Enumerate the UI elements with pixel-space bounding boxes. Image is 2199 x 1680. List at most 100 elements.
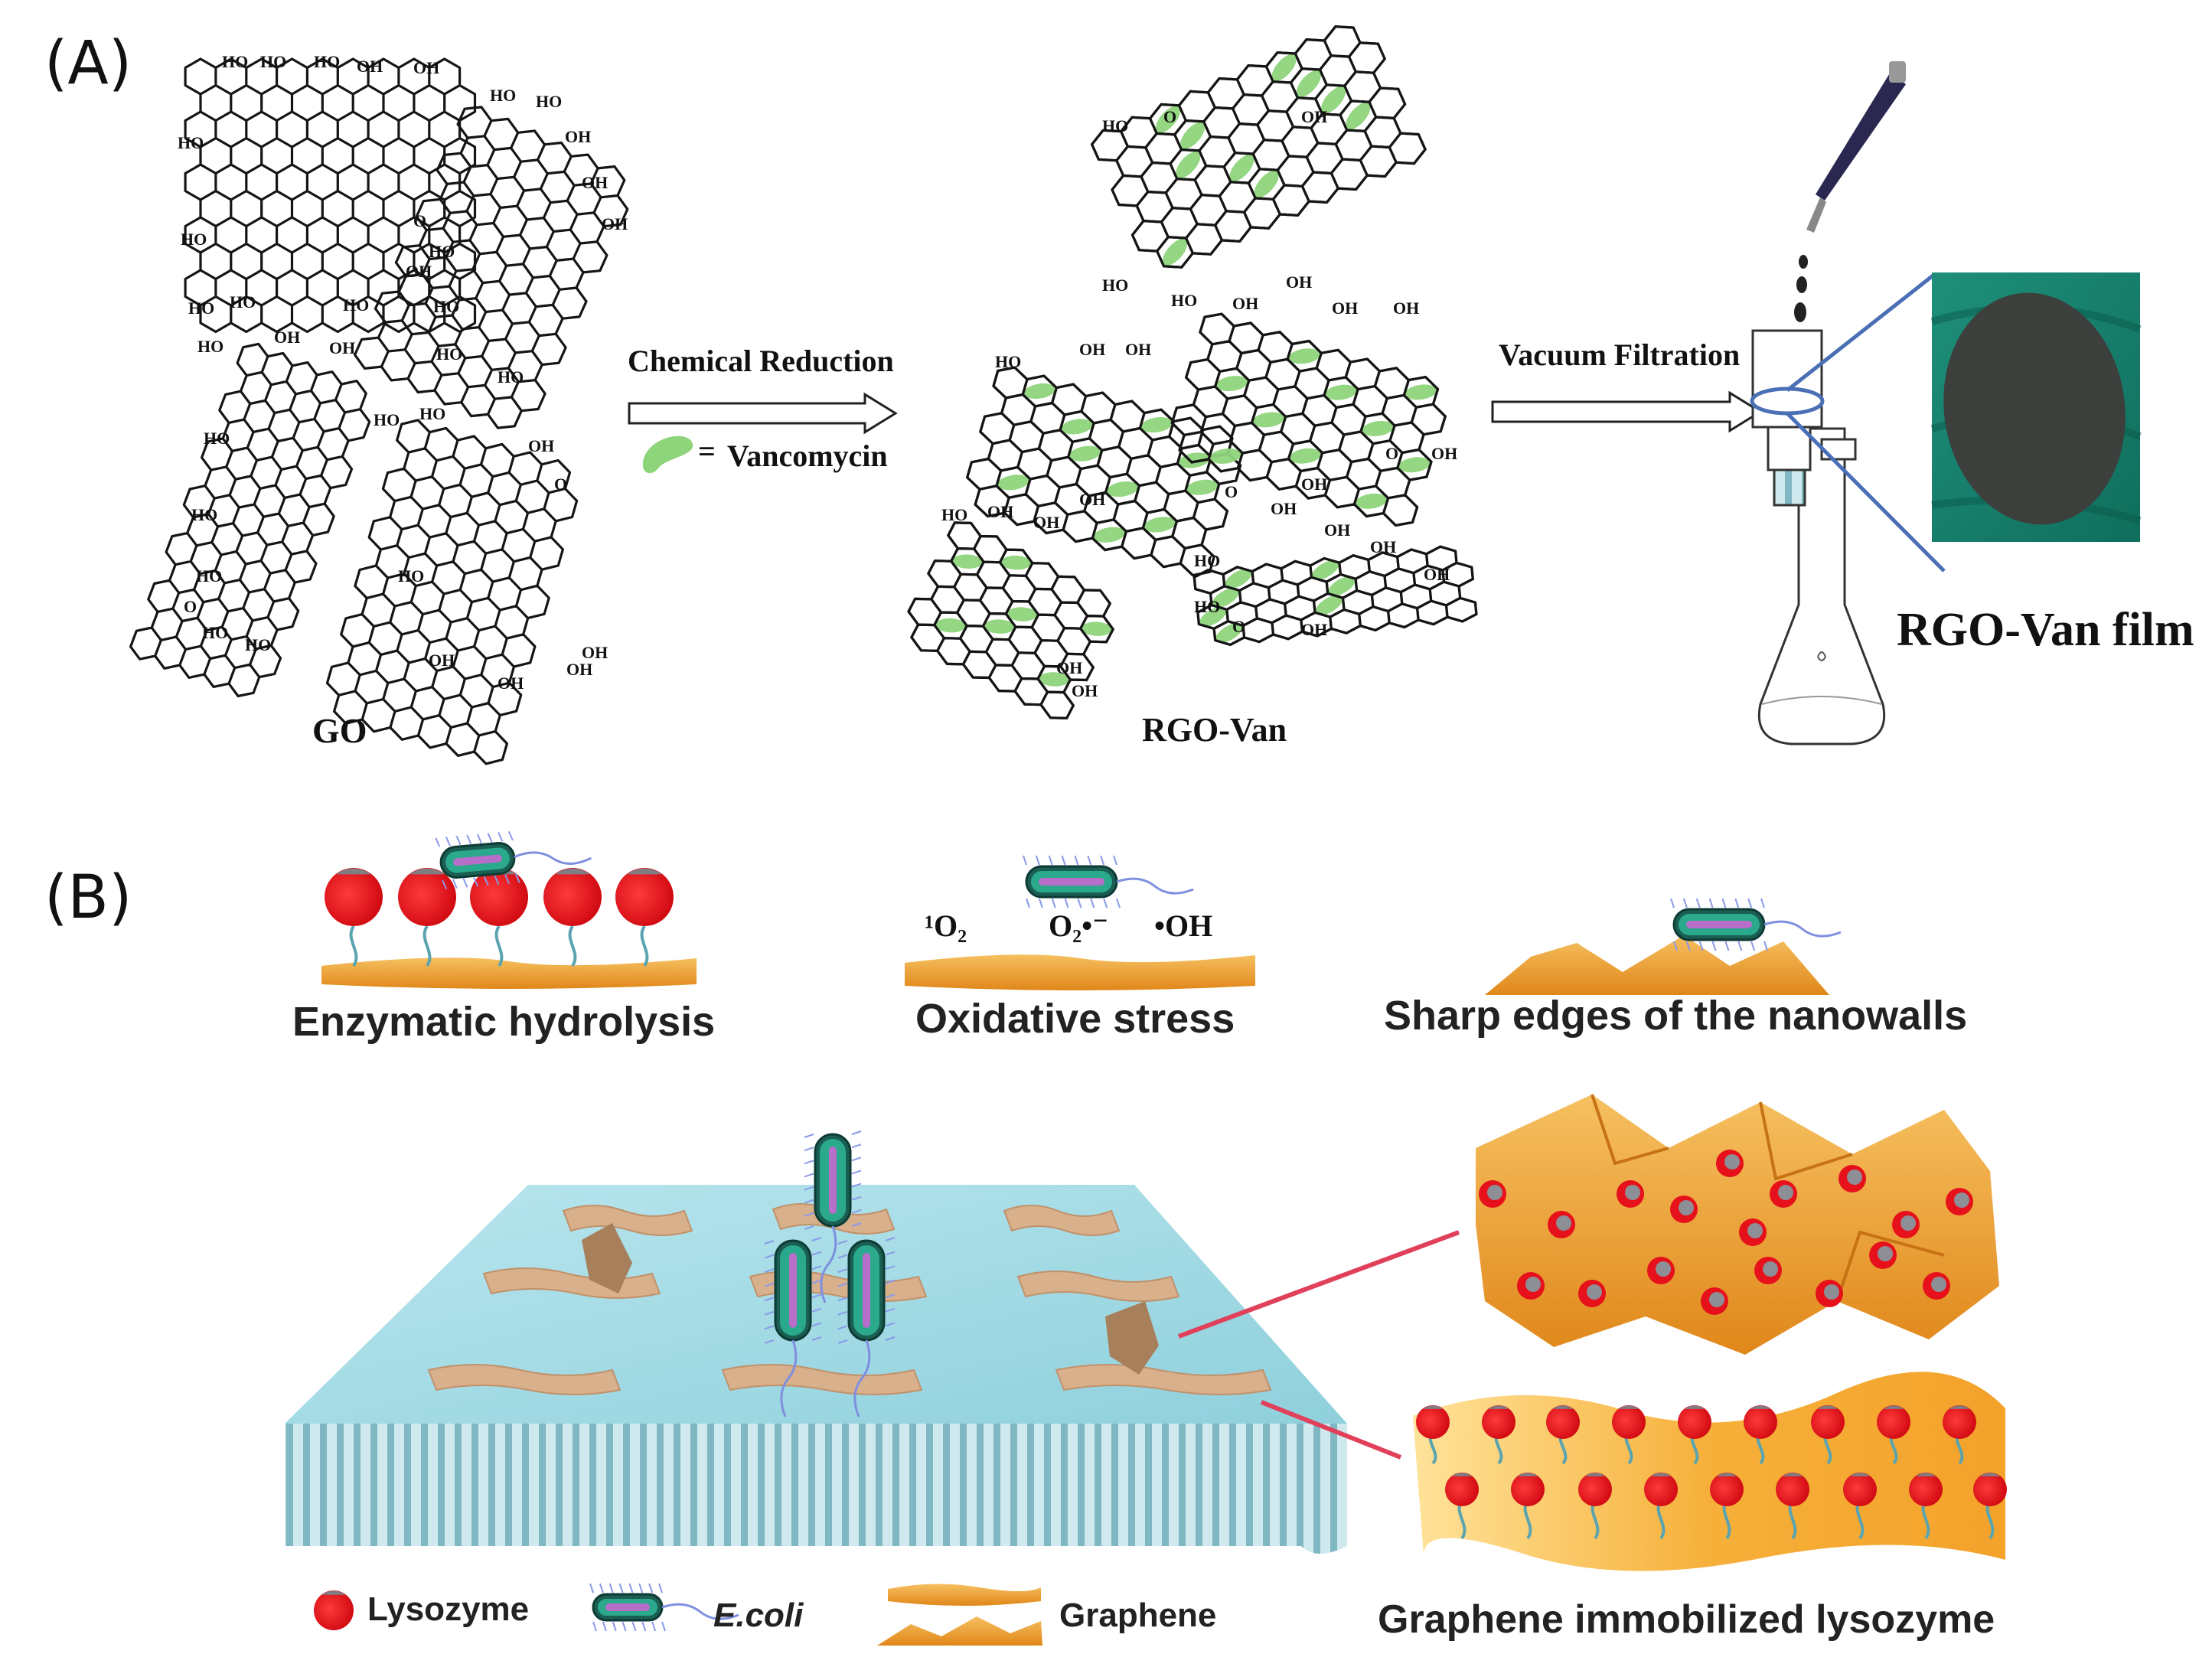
pipette-body	[1816, 72, 1906, 201]
vancomycin-mark	[1355, 493, 1388, 509]
lysozyme-tether	[568, 925, 577, 967]
graphene-strip	[321, 957, 697, 989]
vancomycin-mark	[1315, 595, 1343, 615]
functional-group-label: HO	[343, 295, 369, 315]
lysozyme	[1644, 1473, 1678, 1506]
functional-group-label: OH	[1324, 520, 1350, 540]
vacuum-filtration-apparatus	[1750, 61, 2142, 745]
functional-group-label: OH	[1079, 340, 1105, 359]
functional-group-label: O	[1163, 107, 1176, 126]
functional-group-label: OH	[1271, 499, 1297, 518]
connector-to-lysozyme-zoom	[1260, 1400, 1402, 1460]
step-vacuum-filtration: Vacuum Filtration	[1499, 338, 1741, 372]
functional-group-label: HO	[398, 566, 424, 586]
lysozyme	[1482, 1405, 1515, 1439]
vancomycin-mark	[1000, 555, 1032, 570]
go-sheet-3-lattice	[129, 342, 371, 698]
functional-group-label: OH	[413, 58, 439, 77]
flask-drop	[1817, 651, 1827, 661]
legend-lysozyme-label: Lysozyme	[367, 1590, 530, 1628]
lysozyme	[1678, 1405, 1711, 1439]
functional-group-label: HO	[204, 429, 230, 448]
arrow-vacuum-filtration	[1491, 390, 1763, 433]
functional-group-label: OH	[1301, 107, 1327, 126]
mechanism-sharp-edges-art	[1485, 898, 1842, 995]
vancomycin-mark	[1253, 412, 1285, 428]
functional-group-label: OH	[357, 57, 383, 76]
vancomycin-mark	[1254, 170, 1279, 198]
lysozyme-tether	[423, 925, 432, 967]
filter-flask	[1757, 427, 1886, 745]
functional-group-label: OH	[565, 127, 591, 146]
panel-label-b: (B)	[44, 863, 132, 932]
ecoli-bacterium	[435, 830, 592, 890]
legend-graphene-label: Graphene	[1059, 1597, 1217, 1634]
functional-group-label: HO	[188, 298, 214, 318]
functional-group-label: HO	[202, 623, 228, 642]
ecoli-bacterium	[1023, 855, 1194, 909]
vertical-nanowall	[582, 1223, 632, 1293]
functional-group-label: OH	[1431, 444, 1457, 463]
rgo-sheet-2: HO OH OH OH O OH	[965, 340, 1297, 577]
graphene-flake	[721, 1364, 923, 1395]
functional-group-label: OH	[987, 502, 1013, 521]
functional-group-label: O	[1225, 482, 1238, 501]
lysozyme	[1943, 1405, 1976, 1439]
lysozyme	[1511, 1473, 1545, 1506]
lysozyme	[1710, 1473, 1744, 1506]
immobilized-lysozyme	[1892, 1211, 1920, 1238]
vancomycin-mark	[1023, 383, 1055, 400]
rubber-stopper	[1773, 468, 1806, 507]
lysozyme-tether	[640, 925, 649, 967]
functional-group-label: HO	[995, 352, 1021, 371]
rgo-sheet-5-lattice-over	[1192, 545, 1478, 647]
vancomycin-mark	[1325, 384, 1357, 400]
graphene-flake	[1016, 1271, 1180, 1302]
lysozyme	[1445, 1473, 1479, 1506]
vancomycin-mark	[935, 618, 966, 633]
mechanism-oxidative-stress: Oxidative stress	[915, 996, 1235, 1042]
go-sheet-2-lattice	[354, 106, 629, 429]
functional-group-label: O	[1385, 444, 1398, 463]
functional-group-label: O	[1232, 617, 1245, 636]
functional-group-label: OH	[1033, 513, 1059, 532]
immobilized-lysozyme	[1617, 1180, 1644, 1208]
functional-group-label: HO	[1102, 276, 1128, 295]
immobilized-lysozyme	[1838, 1165, 1866, 1192]
lysozyme	[1811, 1405, 1845, 1439]
vancomycin-mark	[1271, 54, 1297, 81]
lysozyme	[1973, 1473, 2007, 1506]
rgo-sheet-3-lattice-over	[1170, 312, 1447, 527]
legend-vancomycin-label: Vancomycin	[727, 439, 888, 473]
graphene-wave-sheet	[1413, 1372, 2005, 1571]
functional-group-label: OH	[1125, 340, 1151, 359]
zoom-nanowalls	[1476, 1094, 1999, 1355]
connector-to-nanowall-zoom	[1177, 1230, 1460, 1339]
functional-group-label: OH	[1232, 294, 1258, 313]
legend-graphene-nanowall	[877, 1616, 1042, 1646]
immobilized-lysozyme	[1946, 1188, 1973, 1215]
vancomycin-mark	[1215, 623, 1243, 643]
vancomycin-mark	[952, 554, 983, 569]
vancomycin-mark	[984, 619, 1015, 634]
functional-group-label: OH	[498, 674, 524, 693]
immobilized-lysozyme	[1739, 1218, 1767, 1246]
vancomycin-mark	[1225, 569, 1252, 589]
immobilized-lysozyme	[1647, 1257, 1675, 1284]
ecoli-bacterium	[764, 1237, 822, 1417]
substrate-pore-side	[285, 1424, 1347, 1554]
lysozyme	[1843, 1473, 1877, 1506]
functional-group-label: HO	[433, 297, 459, 316]
ros-singlet-oxygen: ¹O₂	[925, 909, 967, 943]
functional-group-label: O	[554, 475, 567, 494]
vancomycin-mark	[1069, 445, 1101, 462]
functional-group-label: HO	[196, 566, 222, 586]
immobilized-lysozyme	[1670, 1196, 1698, 1223]
lysozyme	[543, 868, 602, 926]
vancomycin-mark	[1007, 607, 1038, 621]
